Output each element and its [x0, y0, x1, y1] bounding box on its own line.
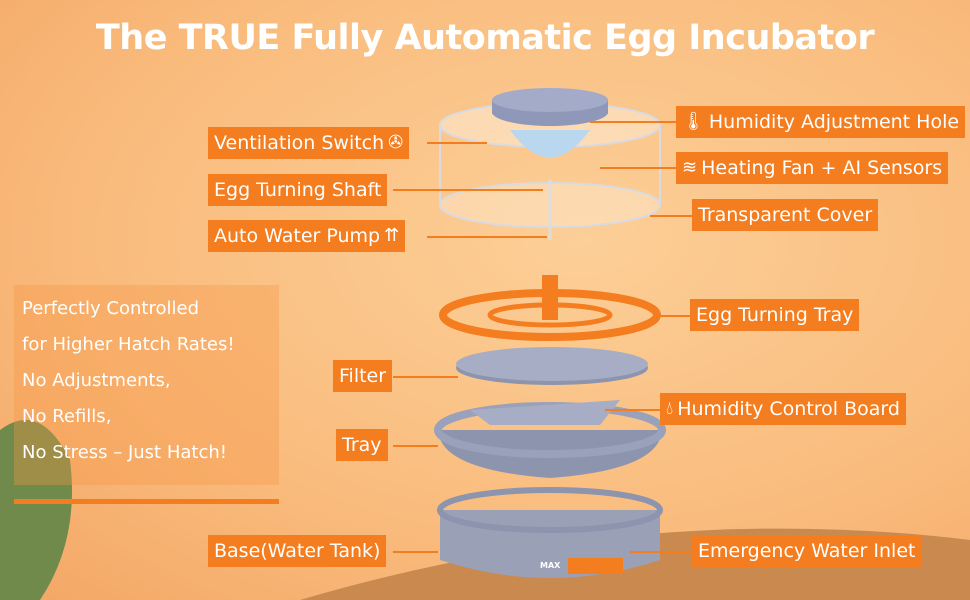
label-filter: Filter — [333, 360, 393, 392]
label-text: Humidity Control Board — [677, 398, 900, 420]
fan-icon: ✇ — [388, 132, 404, 153]
label-text: Tray — [342, 434, 382, 456]
benefit-line: Perfectly Controlled — [22, 298, 199, 319]
label-egg-turning-tray: Egg Turning Tray — [690, 299, 860, 331]
egg-turning-tray — [439, 275, 661, 341]
benefit-line: No Adjustments, — [22, 370, 171, 391]
label-text: Auto Water Pump — [214, 225, 381, 247]
label-transparent-cover: Transparent Cover — [692, 199, 879, 231]
label-text: Humidity Adjustment Hole — [708, 111, 960, 133]
label-text: Filter — [339, 365, 387, 387]
panel-underline — [14, 499, 279, 504]
label-egg-turning-shaft: Egg Turning Shaft — [208, 174, 388, 206]
label-ventilation-switch: Ventilation Switch✇ — [208, 127, 410, 159]
label-text: Transparent Cover — [698, 204, 873, 226]
page-title: The TRUE Fully Automatic Egg Incubator — [95, 18, 875, 58]
label-text: Base(Water Tank) — [214, 540, 381, 562]
benefits-panel: Perfectly Controlled for Higher Hatch Ra… — [14, 285, 279, 485]
water-pump-icon: ⇈ — [384, 225, 400, 246]
label-base: Base(Water Tank) — [208, 535, 387, 567]
benefit-line: for Higher Hatch Rates! — [22, 334, 235, 355]
label-humidity-control-board: 💧︎Humidity Control Board — [660, 393, 906, 425]
label-text: Heating Fan + AI Sensors — [701, 157, 943, 179]
label-humidity-adjustment-hole: 🌡︎Humidity Adjustment Hole — [676, 106, 966, 138]
thermometer-icon: 🌡︎ — [682, 111, 705, 132]
max-mark: MAX — [540, 561, 561, 570]
label-text: Egg Turning Tray — [696, 304, 854, 326]
label-text: Egg Turning Shaft — [214, 179, 382, 201]
transparent-cover — [439, 88, 661, 240]
base-water-tank: MAX — [437, 487, 663, 578]
label-text: Ventilation Switch — [214, 132, 385, 154]
label-text: Emergency Water Inlet — [698, 540, 916, 562]
benefit-line: No Stress – Just Hatch! — [22, 442, 227, 463]
benefit-line: No Refills, — [22, 406, 112, 427]
leaf-decoration — [0, 420, 72, 600]
label-emergency-water-inlet: Emergency Water Inlet — [692, 535, 922, 567]
airflow-icon: ≋ — [682, 157, 698, 178]
filter — [456, 347, 648, 385]
tray — [434, 400, 666, 478]
label-tray: Tray — [336, 429, 388, 461]
label-heating-fan: ≋Heating Fan + AI Sensors — [676, 152, 949, 184]
water-drops-icon: 💧︎ — [666, 398, 674, 419]
label-auto-water-pump: Auto Water Pump⇈ — [208, 220, 406, 252]
